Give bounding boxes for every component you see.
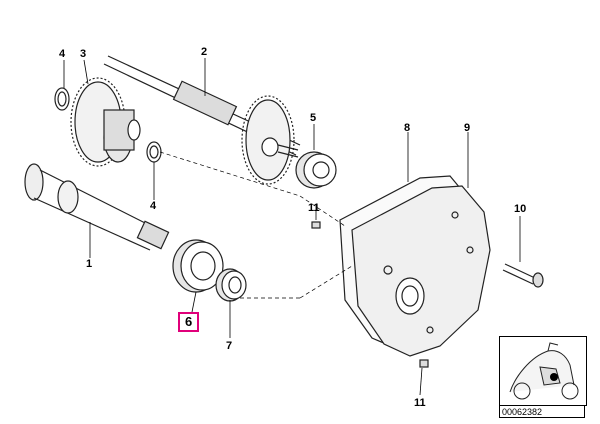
callout-2: 2 — [201, 46, 208, 58]
callout-7: 7 — [226, 340, 233, 352]
part-4-washer-top — [54, 87, 70, 111]
callout-4-top: 4 — [59, 48, 66, 60]
part-5-bearing — [295, 151, 337, 189]
part-11-dowel-lower — [419, 359, 429, 368]
part-2-shaft-with-gear — [103, 55, 301, 185]
drawing-code: 00062382 — [499, 406, 585, 418]
part-6-bearing — [172, 239, 224, 293]
callout-11-lower: 11 — [414, 397, 426, 409]
part-4-washer-mid — [146, 141, 162, 163]
callout-8: 8 — [404, 122, 411, 134]
callout-9: 9 — [464, 122, 471, 134]
location-thumbnail — [499, 336, 587, 406]
part-9-cover — [351, 185, 491, 357]
callout-6-highlighted: 6 — [178, 312, 200, 332]
part-11-dowel-upper — [311, 221, 321, 229]
callout-3: 3 — [80, 48, 87, 60]
callout-10: 10 — [514, 203, 527, 215]
callout-11-upper: 11 — [308, 202, 320, 214]
scooter-silhouette — [509, 342, 579, 400]
part-1-input-shaft — [24, 163, 170, 251]
part-3-gear-cluster — [70, 77, 141, 167]
callout-5: 5 — [310, 112, 317, 124]
part-10-bolt — [502, 263, 544, 288]
callout-1: 1 — [86, 258, 93, 270]
part-7-seal — [215, 268, 247, 302]
callout-4-mid: 4 — [150, 200, 157, 212]
